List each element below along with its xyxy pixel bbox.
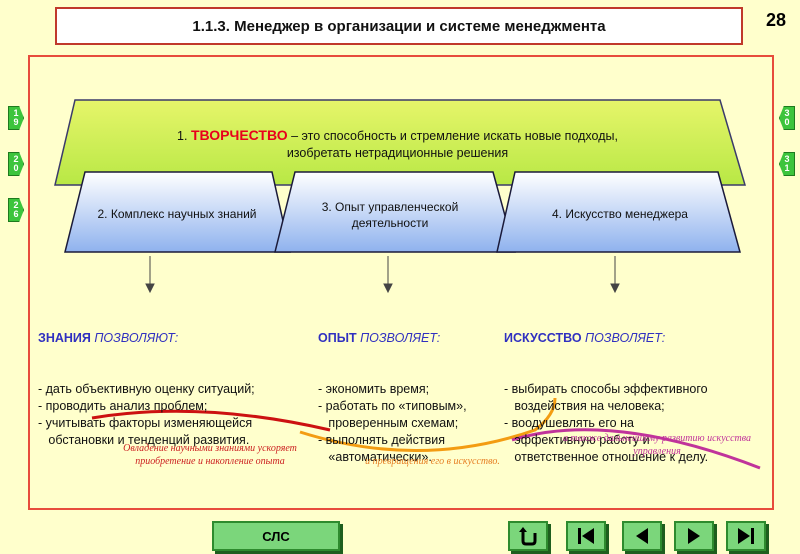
content-frame (28, 55, 774, 510)
top-band-text: 1. ТВОРЧЕСТВО – это способность и стремл… (110, 127, 685, 162)
column-heading: ИСКУССТВО ПОЗВОЛЯЕТ: (504, 330, 708, 347)
box-knowledge-label: 2. Комплекс научных знаний (97, 207, 257, 221)
nav-tab-digit: 1 (13, 108, 19, 118)
top-keyword: ТВОРЧЕСТВО (190, 127, 288, 143)
first-slide-button[interactable] (566, 521, 606, 551)
return-icon (519, 527, 537, 546)
prev-icon (636, 528, 648, 544)
arrow-experience (383, 256, 393, 294)
top-number: 1. (177, 129, 188, 143)
column-body: - экономить время; - работать по «типовы… (318, 382, 467, 464)
column-keyword: ОПЫТ (318, 331, 357, 345)
nav-tab-digit: 2 (13, 200, 19, 210)
column-art: ИСКУССТВО ПОЗВОЛЯЕТ: - выбирать способы … (504, 296, 708, 483)
page-number: 28 (766, 10, 787, 30)
box-art (496, 171, 741, 253)
nav-tab-20[interactable]: 2 0 (8, 152, 24, 176)
nav-tab-30[interactable]: 3 0 (779, 106, 795, 130)
next-slide-button[interactable] (674, 521, 714, 551)
arrow-art (610, 256, 620, 294)
note-experience-to-art: и превращения его в искусство. (365, 456, 500, 467)
curve-red (91, 409, 331, 432)
column-knowledge: ЗНАНИЯ ПОЗВОЛЯЮТ: - дать объективную оце… (38, 296, 255, 466)
nav-tab-31[interactable]: 3 1 (779, 152, 795, 176)
column-experience: ОПЫТ ПОЗВОЛЯЕТ: - экономить время; - раб… (318, 296, 467, 483)
nav-tab-digit: 0 (13, 163, 19, 173)
curve-orange (299, 397, 557, 452)
last-slide-button[interactable] (726, 521, 766, 551)
box-art-label: 4. Искусство менеджера (552, 207, 688, 221)
last-icon (738, 528, 754, 544)
prev-slide-button[interactable] (622, 521, 662, 551)
nav-tab-digit: 6 (13, 209, 19, 219)
column-keyword: ЗНАНИЯ (38, 331, 91, 345)
nav-tab-digit: 3 (784, 108, 790, 118)
top-line1: – это способность и стремление искать но… (287, 129, 618, 143)
return-button[interactable] (508, 521, 548, 551)
first-icon (578, 528, 594, 544)
title-box: 1.1.3. Менеджер в организации и системе … (55, 7, 743, 45)
column-verb: ПОЗВОЛЯЮТ: (90, 331, 179, 345)
top-band (54, 99, 747, 186)
nav-tab-digit: 3 (784, 154, 790, 164)
note-art-development: а также дальнейшему развитию искусства у… (563, 433, 751, 457)
column-body: - выбирать способы эффективного воздейст… (504, 382, 709, 464)
column-verb: ПОЗВОЛЯЕТ: (581, 331, 666, 345)
column-body: - дать объективную оценку ситуаций; - пр… (38, 382, 255, 447)
note-knowledge-to-experience: Овладение научными знаниями ускоряет при… (123, 443, 297, 467)
column-verb: ПОЗВОЛЯЕТ: (356, 331, 441, 345)
nav-tab-digit: 2 (13, 154, 19, 164)
next-icon (688, 528, 700, 544)
column-heading: ЗНАНИЯ ПОЗВОЛЯЮТ: (38, 330, 255, 347)
page-title: 1.1.3. Менеджер в организации и системе … (192, 17, 606, 35)
cls-button[interactable]: СЛС (212, 521, 340, 551)
nav-tab-digit: 9 (13, 117, 19, 127)
nav-tab-19[interactable]: 1 9 (8, 106, 24, 130)
curve-magenta (511, 428, 761, 470)
column-heading: ОПЫТ ПОЗВОЛЯЕТ: (318, 330, 467, 347)
top-line2: изобретать нетрадиционные решения (286, 146, 509, 160)
nav-tab-digit: 1 (784, 163, 790, 173)
arrow-knowledge (145, 256, 155, 294)
nav-tab-26[interactable]: 2 6 (8, 198, 24, 222)
column-keyword: ИСКУССТВО (504, 331, 582, 345)
nav-tab-digit: 0 (784, 117, 790, 127)
box-experience-label: 3. Опыт управленческой деятельности (321, 200, 459, 230)
